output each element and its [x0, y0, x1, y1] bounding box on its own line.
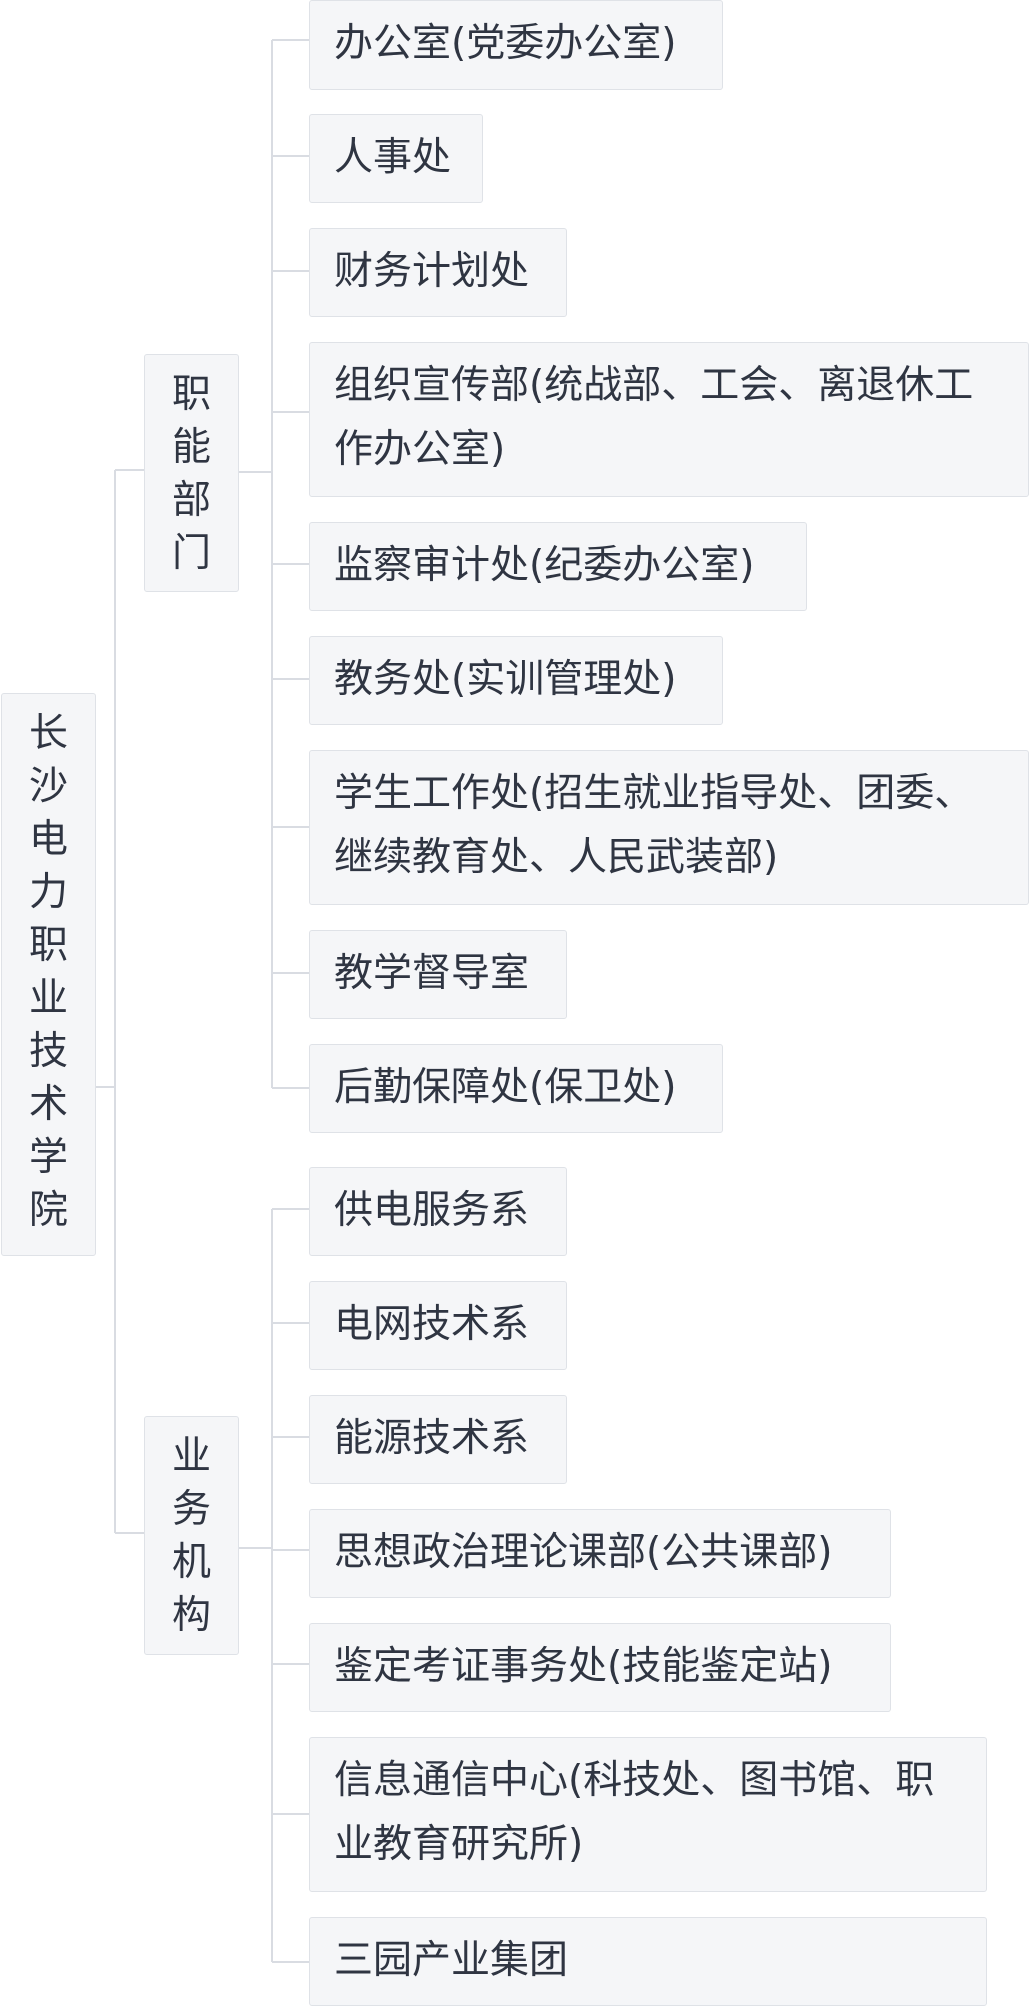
leaf-node: 信息通信中心(科技处、图书馆、职业教育研究所) [309, 1737, 987, 1892]
vertical-char: 电 [28, 817, 68, 862]
leaf-node-label: 学生工作处(招生就业指导处、团委、继续教育处、人民武装部) [334, 771, 974, 880]
vertical-char: 务 [171, 1487, 211, 1532]
leaf-node-label: 鉴定考证事务处(技能鉴定站) [334, 1644, 833, 1689]
vertical-char: 术 [28, 1082, 68, 1127]
vertical-char: 业 [171, 1434, 211, 1479]
vertical-char: 技 [28, 1029, 68, 1074]
group-node-label: 职能部门 [145, 368, 238, 580]
leaf-node: 思想政治理论课部(公共课部) [309, 1509, 891, 1598]
vertical-char: 业 [28, 976, 68, 1021]
leaf-node-label: 人事处 [334, 135, 452, 180]
leaf-node: 人事处 [309, 114, 483, 203]
vertical-char: 部 [171, 478, 211, 523]
vertical-char: 院 [28, 1188, 68, 1233]
vertical-char: 职 [28, 923, 68, 968]
root-node-label: 长沙电力职业技术学院 [2, 707, 95, 1237]
leaf-node-label: 三园产业集团 [334, 1938, 569, 1983]
leaf-node: 教务处(实训管理处) [309, 636, 723, 725]
leaf-node-label: 财务计划处 [334, 249, 530, 294]
vertical-char: 职 [171, 372, 211, 417]
leaf-node: 电网技术系 [309, 1281, 567, 1370]
vertical-char: 机 [171, 1540, 211, 1585]
leaf-node-label: 供电服务系 [334, 1188, 530, 1233]
leaf-node-label: 组织宣传部(统战部、工会、离退休工作办公室) [334, 363, 974, 472]
vertical-char: 长 [28, 711, 68, 756]
vertical-char: 构 [171, 1593, 211, 1638]
leaf-node: 能源技术系 [309, 1395, 567, 1484]
vertical-char: 门 [171, 531, 211, 576]
leaf-node-label: 监察审计处(纪委办公室) [334, 543, 755, 588]
leaf-node: 财务计划处 [309, 228, 567, 317]
vertical-char: 学 [28, 1135, 68, 1180]
leaf-node-label: 思想政治理论课部(公共课部) [334, 1530, 833, 1575]
root-node: 长沙电力职业技术学院 [1, 693, 96, 1256]
leaf-node: 鉴定考证事务处(技能鉴定站) [309, 1623, 891, 1712]
leaf-node-label: 后勤保障处(保卫处) [334, 1065, 677, 1110]
vertical-char: 沙 [28, 764, 68, 809]
leaf-node-label: 办公室(党委办公室) [334, 21, 677, 66]
leaf-node-label: 教务处(实训管理处) [334, 657, 677, 702]
leaf-node: 供电服务系 [309, 1167, 567, 1256]
leaf-node-label: 教学督导室 [334, 951, 530, 996]
vertical-char: 能 [171, 425, 211, 470]
leaf-node: 三园产业集团 [309, 1917, 987, 2006]
leaf-node: 监察审计处(纪委办公室) [309, 522, 807, 611]
leaf-node: 办公室(党委办公室) [309, 0, 723, 90]
leaf-node: 学生工作处(招生就业指导处、团委、继续教育处、人民武装部) [309, 750, 1029, 905]
vertical-char: 力 [28, 870, 68, 915]
leaf-node-label: 信息通信中心(科技处、图书馆、职业教育研究所) [334, 1758, 935, 1867]
leaf-node: 后勤保障处(保卫处) [309, 1044, 723, 1133]
group-node-business-units: 业务机构 [144, 1416, 239, 1655]
leaf-node-label: 能源技术系 [334, 1416, 530, 1461]
leaf-node-label: 电网技术系 [334, 1302, 530, 1347]
leaf-node: 组织宣传部(统战部、工会、离退休工作办公室) [309, 342, 1029, 497]
group-node-label: 业务机构 [145, 1430, 238, 1642]
leaf-node: 教学督导室 [309, 930, 567, 1019]
group-node-functional-departments: 职能部门 [144, 354, 239, 592]
